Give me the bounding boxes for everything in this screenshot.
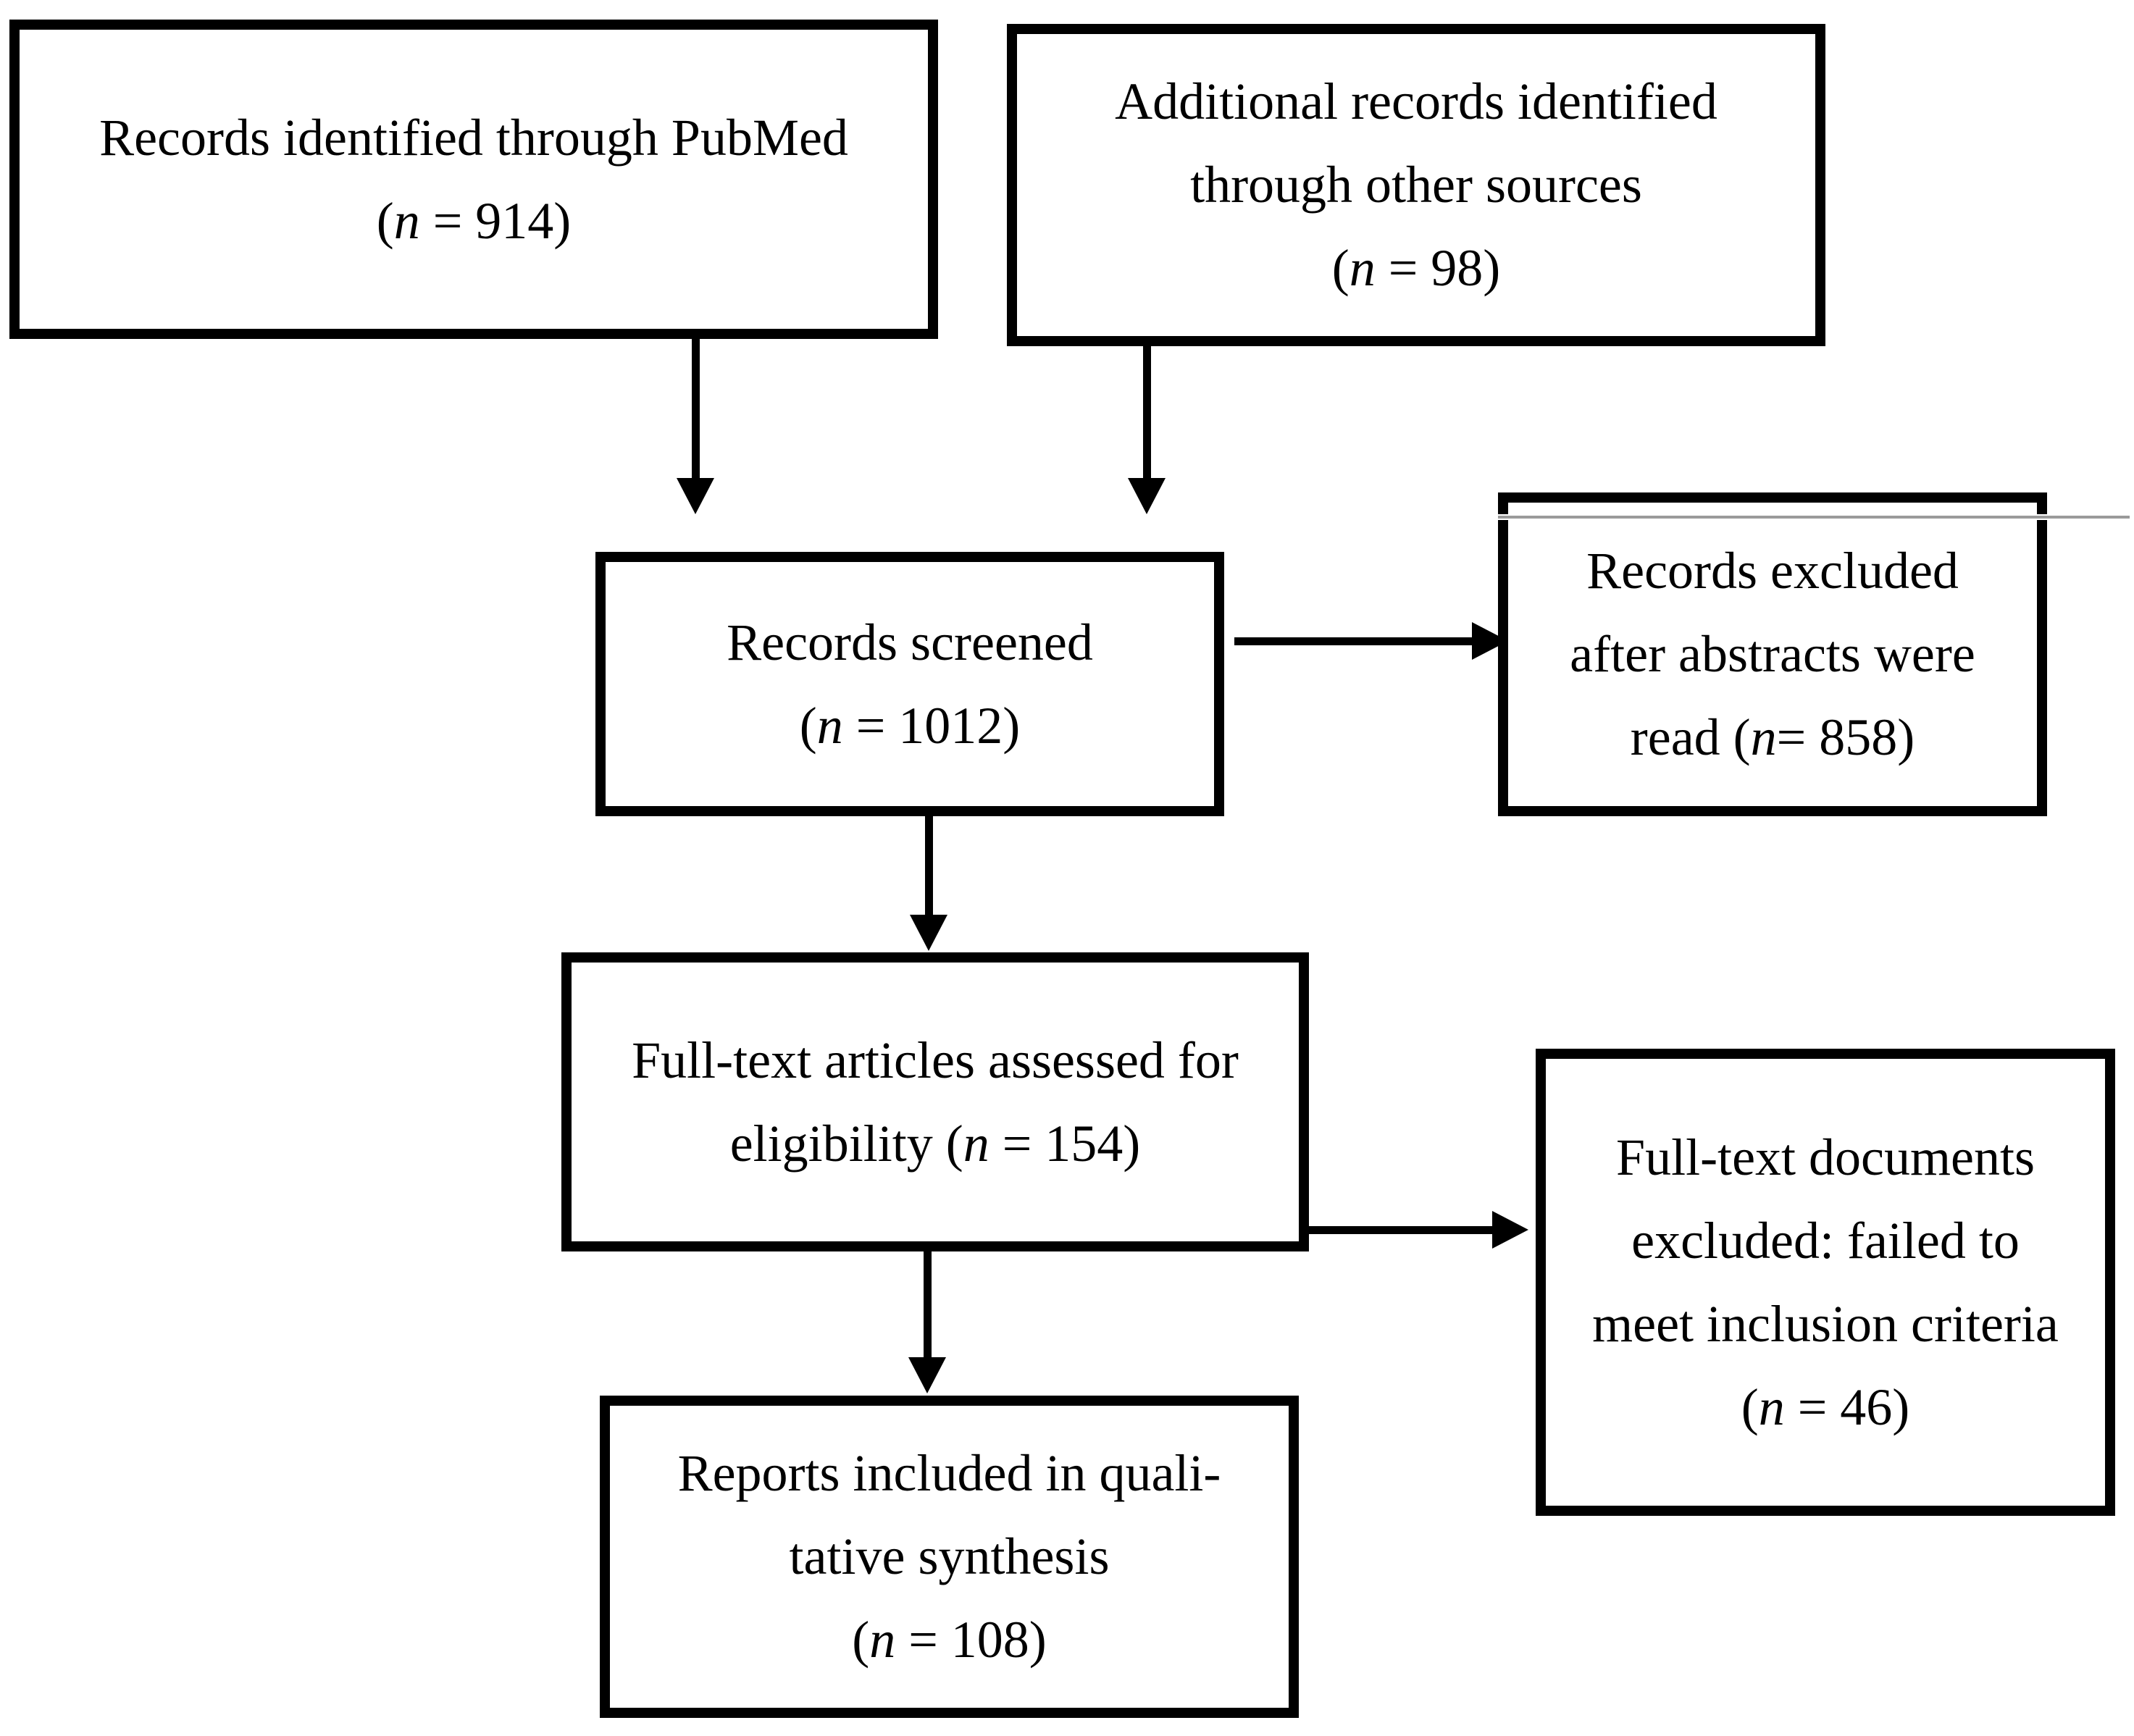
box-fulltext-assessed-eligibility: Full-text articles assessed for eligibil… — [561, 952, 1309, 1251]
n-value: 914 — [475, 191, 554, 250]
n-symbol: n — [963, 1114, 989, 1173]
box-records-identified-pubmed: Records identified through PubMed (n = 9… — [9, 20, 938, 339]
arrow-fulltext-to-included-stem — [924, 1251, 932, 1360]
box-text-line: meet inclusion criteria — [1592, 1294, 2059, 1353]
scan-artifact-line — [1498, 516, 2130, 519]
arrow-pubmed-to-screened-stem — [692, 339, 700, 481]
arrow-other-sources-to-screened-head — [1128, 478, 1166, 514]
arrow-screened-to-fulltext-stem — [925, 816, 933, 918]
n-value: 108 — [950, 1611, 1029, 1669]
n-value: 46 — [1840, 1378, 1893, 1436]
box-n-line: (n = 914) — [376, 191, 572, 250]
n-value: 98 — [1431, 239, 1484, 297]
box-text-line: Records excluded — [1586, 542, 1959, 600]
box-text-line: Full-text documents — [1616, 1128, 2035, 1186]
arrow-screened-to-excluded-head — [1472, 622, 1508, 660]
box-n-line: (n = 98) — [1331, 239, 1501, 297]
n-value: 858 — [1819, 708, 1898, 766]
arrow-screened-to-excluded-stem — [1234, 637, 1475, 645]
box-text-line: tative synthesis — [789, 1527, 1110, 1585]
n-symbol: n — [1750, 708, 1777, 766]
n-symbol: n — [1758, 1378, 1785, 1436]
box-text-line: excluded: failed to — [1631, 1211, 2020, 1270]
n-prefix: eligibility — [729, 1114, 946, 1173]
box-additional-records-other-sources: Additional records identified through ot… — [1007, 24, 1825, 346]
arrow-fulltext-to-excluded-stem — [1304, 1226, 1494, 1234]
box-fulltext-excluded-criteria: Full-text documents excluded: failed to … — [1536, 1049, 2115, 1516]
arrow-fulltext-to-excluded-head — [1492, 1211, 1528, 1249]
box-n-line: (n = 46) — [1741, 1378, 1910, 1436]
box-n-line: read (n= 858) — [1630, 708, 1915, 766]
n-symbol: n — [1349, 239, 1376, 297]
n-symbol: n — [869, 1611, 896, 1669]
n-symbol: n — [816, 696, 843, 755]
arrow-screened-to-fulltext-head — [910, 915, 947, 951]
box-text-line: Full-text articles assessed for — [632, 1031, 1239, 1089]
box-records-screened: Records screened (n = 1012) — [595, 552, 1224, 816]
arrow-fulltext-to-included-head — [908, 1357, 946, 1393]
n-prefix: read — [1630, 708, 1733, 766]
box-text-line: Additional records identified — [1115, 72, 1717, 130]
n-value: 154 — [1045, 1114, 1124, 1173]
box-text-line: Records identified through PubMed — [99, 108, 848, 167]
arrow-pubmed-to-screened-head — [677, 478, 714, 514]
n-value: 1012 — [898, 696, 1003, 755]
box-text-line: Reports included in quali- — [677, 1444, 1221, 1502]
box-n-line: eligibility (n = 154) — [729, 1114, 1141, 1173]
box-reports-included-qualitative: Reports included in quali- tative synthe… — [600, 1396, 1299, 1718]
arrow-other-sources-to-screened-stem — [1143, 346, 1151, 481]
box-n-line: (n = 108) — [852, 1611, 1047, 1669]
box-records-excluded-abstracts: Records excluded after abstracts were re… — [1498, 492, 2047, 816]
box-n-line: (n = 1012) — [799, 696, 1021, 755]
box-text-line: through other sources — [1190, 156, 1642, 214]
box-text-line: Records screened — [727, 613, 1093, 671]
box-text-line: after abstracts were — [1570, 625, 1975, 683]
n-symbol: n — [393, 191, 420, 250]
